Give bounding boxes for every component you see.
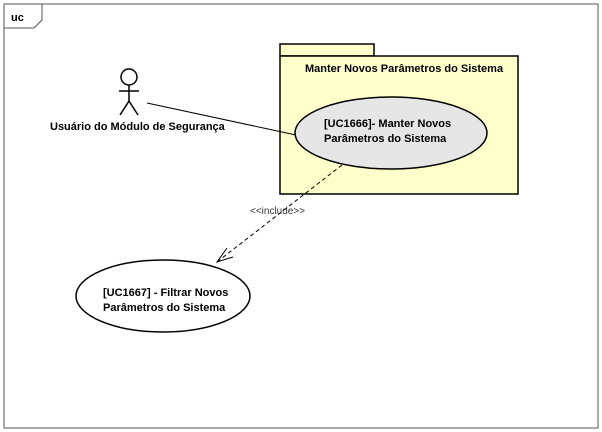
actor-icon[interactable] bbox=[119, 68, 139, 116]
usecase-filter-line2: Parâmetros do Sistema bbox=[103, 302, 226, 314]
usecase-main[interactable] bbox=[294, 96, 488, 170]
usecase-main-line2: Parâmetros do Sistema bbox=[324, 133, 447, 145]
usecase-filter[interactable] bbox=[75, 259, 251, 333]
include-arrowhead-icon bbox=[215, 247, 234, 263]
include-dependency-line[interactable] bbox=[216, 164, 343, 263]
actor-name: Usuário do Módulo de Segurança bbox=[50, 121, 226, 133]
include-label: <<include>> bbox=[250, 206, 305, 217]
usecase-main-line1: [UC1666]- Manter Novos bbox=[324, 118, 451, 130]
package-title: Manter Novos Parâmetros do Sistema bbox=[305, 63, 504, 75]
frame-label-tab bbox=[3, 3, 43, 29]
package-tab[interactable] bbox=[279, 43, 375, 57]
usecase-filter-line1: [UC1667] - Filtrar Novos bbox=[103, 287, 228, 299]
frame-label: uc bbox=[11, 12, 24, 24]
association-line[interactable] bbox=[146, 102, 297, 136]
